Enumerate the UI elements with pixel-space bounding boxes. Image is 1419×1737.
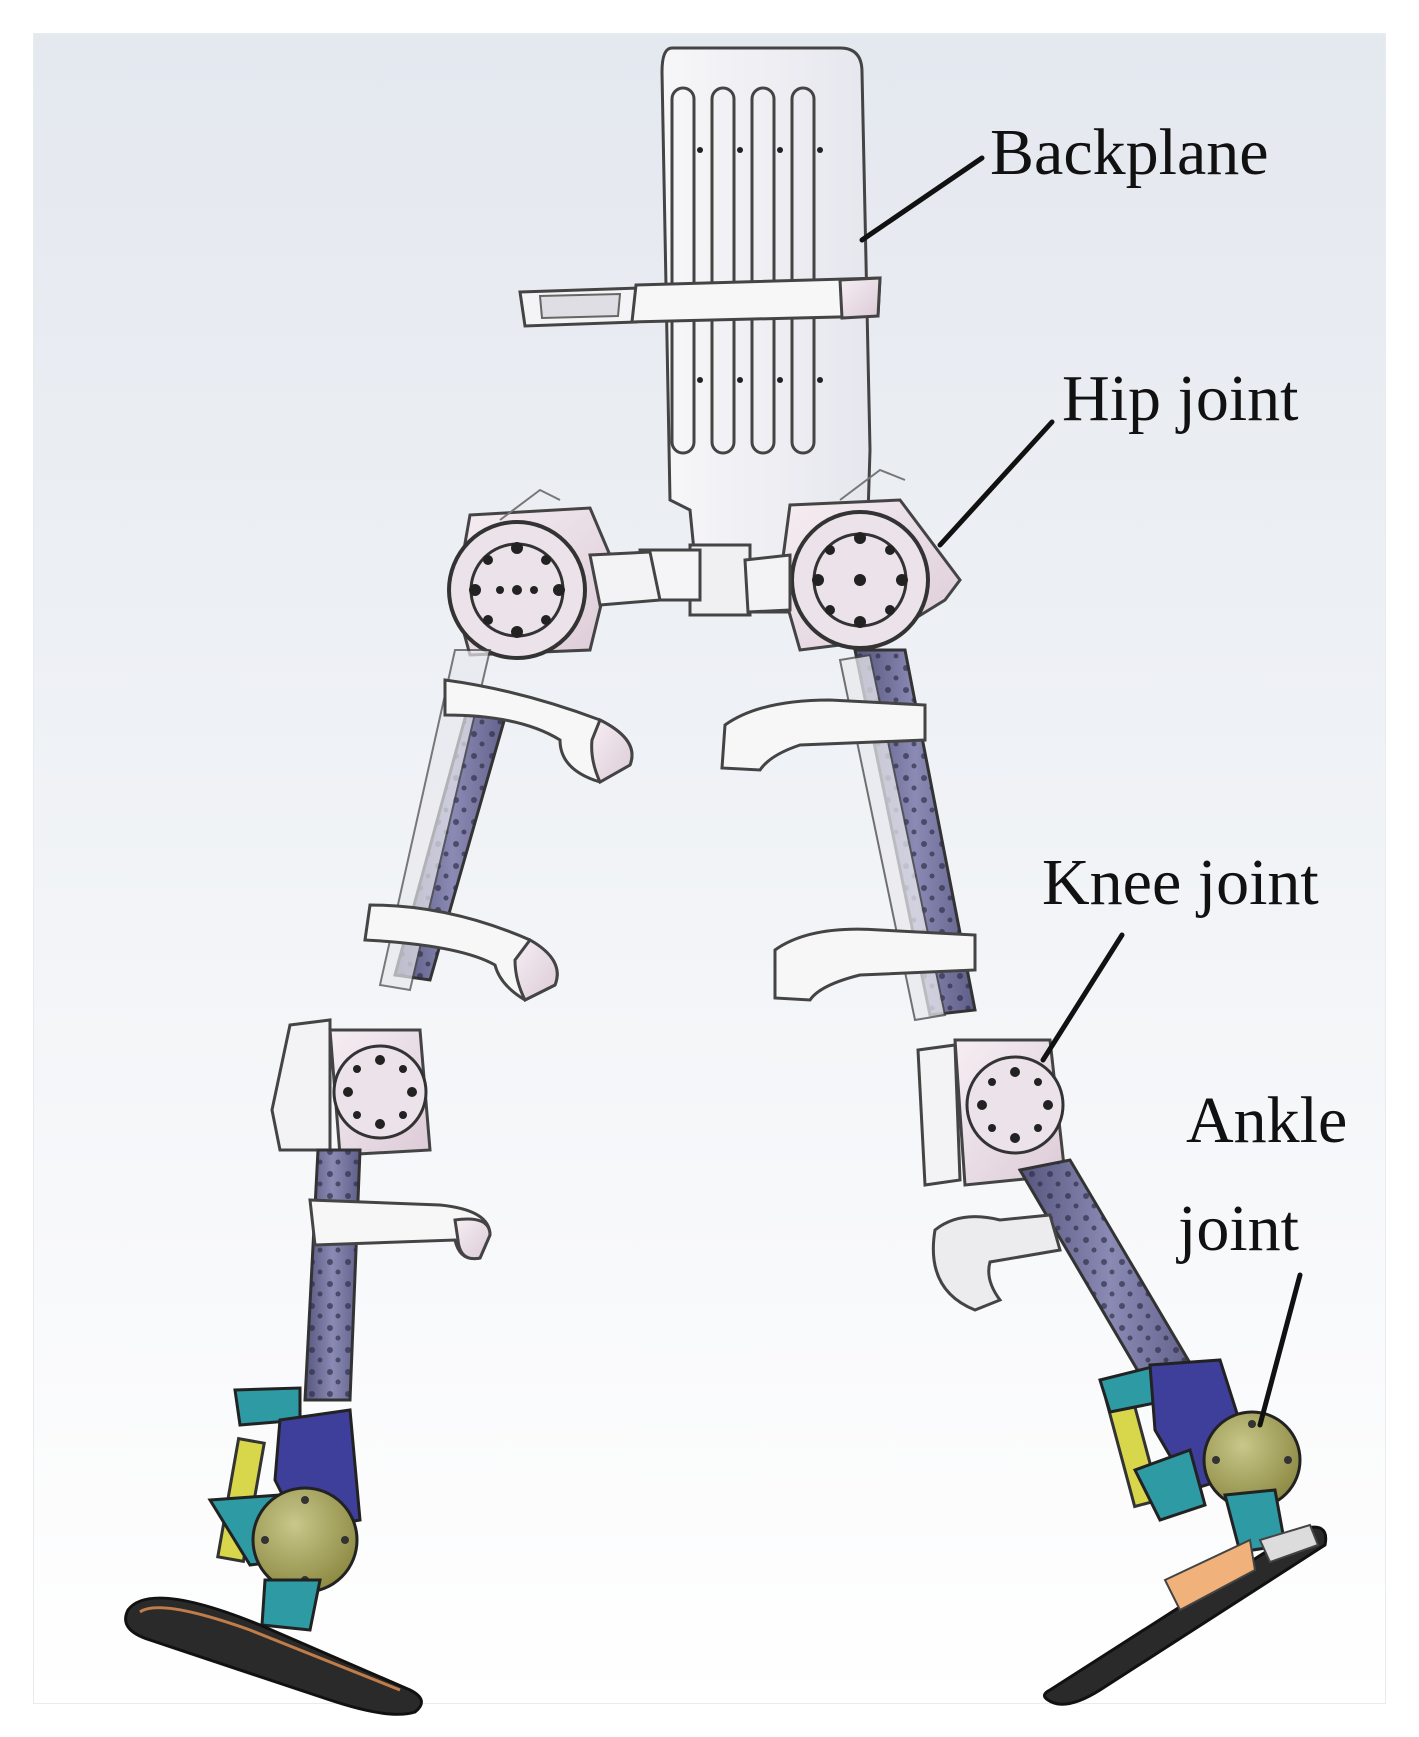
backplane-leader-line [859,155,985,243]
backplane-label: Backplane [990,116,1269,189]
callout-lines [859,155,1303,1428]
left-hip-joint [447,488,614,660]
ankle-joint-label-line2: joint [1178,1192,1300,1265]
right-leg [720,648,1328,1706]
right-hip-joint [778,468,962,652]
hip-joint-leader-line [937,419,1055,548]
hip-connectors [588,550,792,614]
backplane-part [518,46,882,617]
ankle-joint-label-line1: Ankle [1186,1084,1348,1157]
left-leg [124,649,634,1716]
hip-joint-label: Hip joint [1062,362,1299,435]
knee-joint-leader-line [1040,932,1125,1063]
ankle-joint-leader-line [1257,1272,1303,1428]
knee-joint-label: Knee joint [1042,846,1319,919]
